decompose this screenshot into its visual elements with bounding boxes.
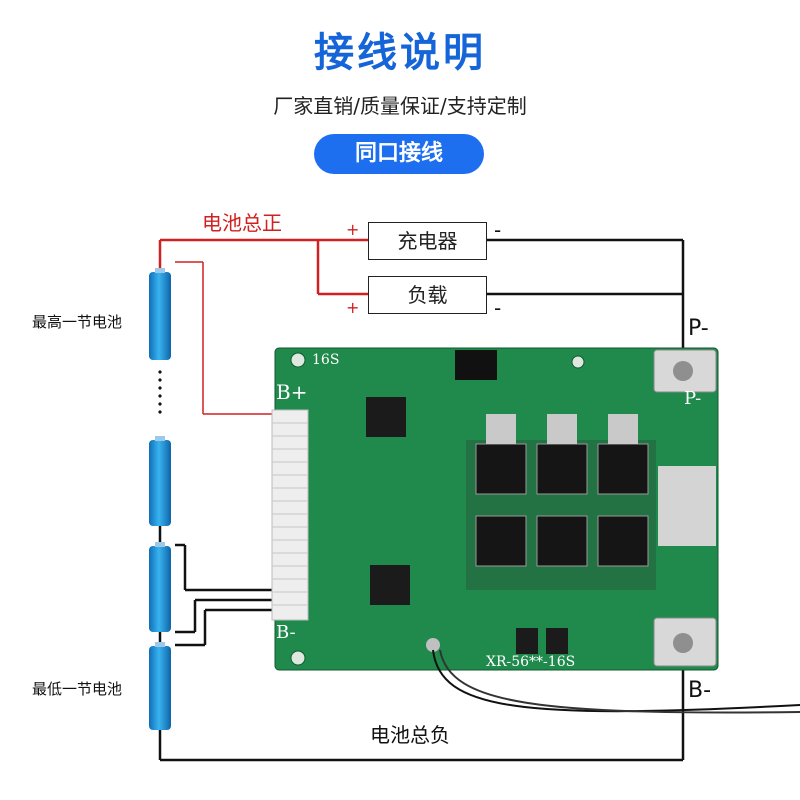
- charger-box: 充电器: [368, 222, 487, 260]
- negative-wires: [158, 238, 685, 762]
- wiring-mode-badge: 同口接线: [314, 134, 484, 174]
- cell-ellipsis: [158, 370, 162, 414]
- board-series-mark: 16S: [312, 352, 340, 368]
- load-minus-sign: -: [494, 296, 502, 320]
- battery-cell-bottom: [149, 642, 171, 730]
- battery-cell-top: [149, 268, 171, 360]
- bottom-cell-label: 最低一节电池: [32, 680, 123, 698]
- battery-cell-lower: [149, 542, 171, 632]
- board-p-minus-mark: P-: [684, 388, 702, 409]
- b-minus-terminal-label: B-: [688, 678, 712, 703]
- page-subtitle: 厂家直销/质量保证/支持定制: [273, 94, 527, 118]
- charger-minus-sign: -: [494, 218, 502, 242]
- bms-board: [271, 347, 800, 714]
- load-box: 负载: [368, 276, 487, 314]
- positive-wires: [158, 238, 368, 415]
- charger-plus-sign: +: [346, 220, 360, 239]
- load-plus-sign: +: [346, 298, 360, 317]
- page-title: 接线说明: [314, 30, 486, 76]
- board-b-minus-mark: B-: [276, 622, 296, 643]
- board-model-mark: XR-56**-16S: [486, 654, 576, 670]
- top-cell-label: 最高一节电池: [32, 313, 123, 331]
- p-minus-terminal-label: P-: [688, 316, 709, 341]
- battery-total-negative-label: 电池总负: [370, 723, 450, 747]
- battery-cell-middle: [149, 436, 171, 526]
- battery-total-positive-label: 电池总正: [202, 211, 282, 235]
- board-b-plus-mark: B+: [276, 380, 308, 404]
